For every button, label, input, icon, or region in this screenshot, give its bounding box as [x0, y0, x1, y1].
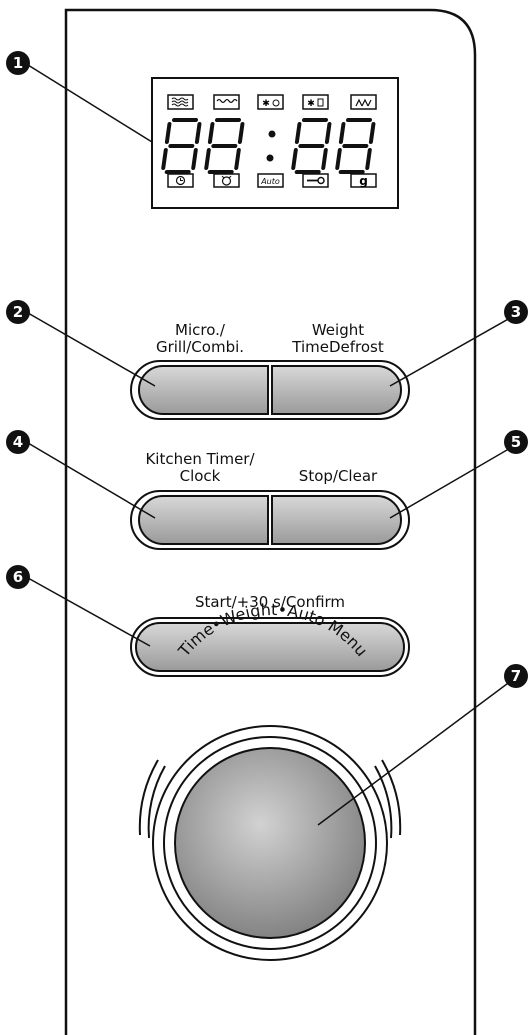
svg-text:✱: ✱	[307, 99, 315, 109]
svg-text:✱: ✱	[262, 99, 270, 109]
callout-6: 6	[6, 565, 30, 589]
weight-unit-label: g	[359, 174, 368, 188]
digit-1	[161, 118, 202, 174]
dial-right-arc-inner	[374, 765, 393, 839]
colon-separator	[266, 130, 276, 162]
stop-clear-label: Stop/Clear	[299, 467, 378, 485]
dial-right-arc-outer	[381, 759, 402, 836]
svg-text:4: 4	[13, 433, 23, 451]
kitchen-timer-clock-button[interactable]	[138, 495, 269, 545]
callout-1: 1	[6, 51, 30, 75]
start-confirm-button[interactable]	[135, 622, 405, 672]
dial-left-arc-outer	[138, 759, 159, 836]
callout-7: 7	[504, 664, 528, 688]
control-panel-outline	[64, 8, 477, 1035]
weight-time-defrost-label-line1: Weight	[312, 321, 364, 339]
callout-5: 5	[504, 430, 528, 454]
svg-text:6: 6	[13, 568, 23, 586]
auto-menu-icon: Auto	[257, 173, 284, 188]
weight-time-defrost-label-line2: TimeDefrost	[291, 338, 384, 356]
child-lock-key-icon	[302, 173, 329, 188]
kitchen-timer-clock-label-line2: Clock	[180, 467, 221, 485]
kitchen-timer-clock-label-line1: Kitchen Timer/	[145, 450, 255, 468]
clock-icon	[167, 173, 194, 188]
auto-indicator-label: Auto	[260, 177, 280, 186]
svg-text:2: 2	[13, 303, 23, 321]
grill-mode-icon	[213, 94, 240, 110]
defrost-time-icon: ✱	[257, 94, 284, 110]
stop-clear-button[interactable]	[271, 495, 402, 545]
dial-left-arc-inner	[147, 765, 166, 839]
weight-grams-icon: g	[350, 173, 377, 188]
callout-leader-lines	[27, 64, 520, 826]
lcd-display: ✱ ✱	[151, 77, 399, 209]
micro-grill-combi-label-line2: Grill/Combi.	[156, 338, 244, 356]
digit-2	[204, 118, 245, 174]
callout-2: 2	[6, 300, 30, 324]
defrost-weight-icon: ✱	[302, 94, 329, 110]
digit-4	[335, 118, 376, 174]
micro-grill-combi-button[interactable]	[138, 365, 269, 415]
combi-mode-icon	[350, 94, 377, 110]
svg-text:1: 1	[13, 54, 23, 72]
micro-grill-combi-label-line1: Micro./	[175, 321, 226, 339]
svg-text:5: 5	[511, 433, 521, 451]
weight-time-defrost-button[interactable]	[271, 365, 402, 415]
svg-text:7: 7	[511, 667, 521, 685]
svg-text:3: 3	[511, 303, 521, 321]
callout-4: 4	[6, 430, 30, 454]
digit-3	[291, 118, 332, 174]
alarm-timer-icon	[213, 173, 240, 188]
start-confirm-label: Start/+30 s/Confirm	[195, 593, 345, 611]
callout-3: 3	[504, 300, 528, 324]
microwave-mode-icon	[167, 94, 194, 110]
display-frame	[151, 77, 399, 209]
selection-dial-knob[interactable]	[174, 747, 366, 939]
